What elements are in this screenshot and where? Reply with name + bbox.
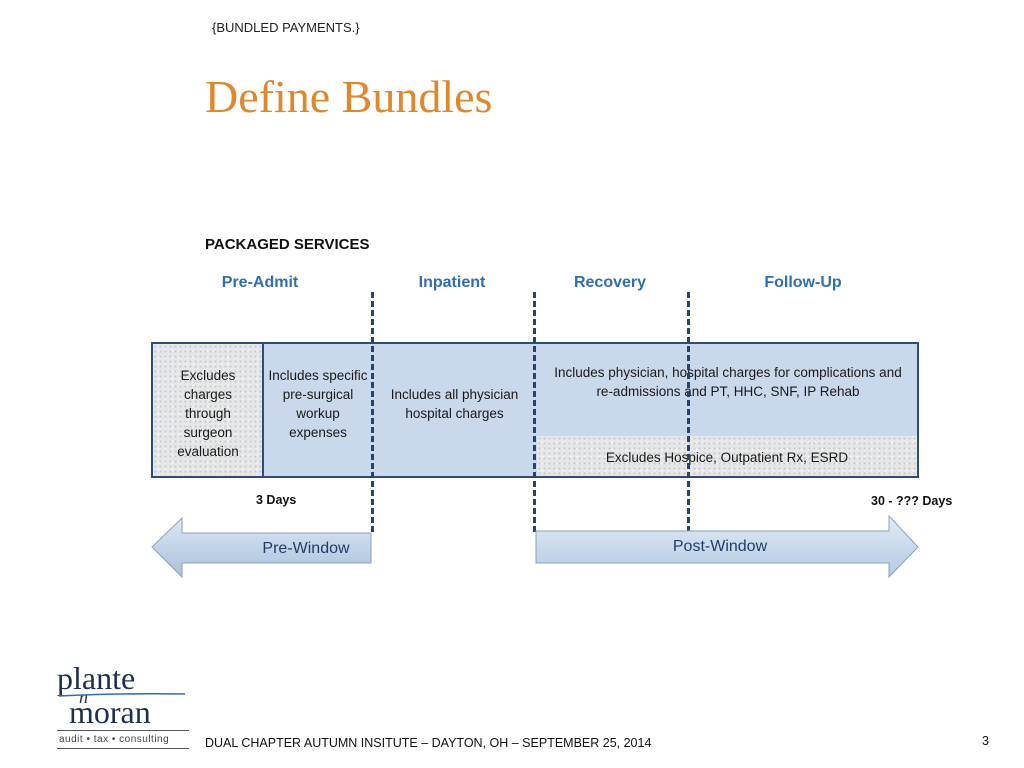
includes-presurgical-text: Includes specific pre-surgical workup ex…	[268, 368, 368, 440]
footer-text: DUAL CHAPTER AUTUMN INSITUTE – DAYTON, O…	[205, 736, 652, 750]
phase-recovery: Recovery	[573, 274, 647, 291]
phase-inpatient: Inpatient	[418, 274, 486, 291]
includes-inpatient-text: Includes all physician hospital charges	[390, 387, 519, 421]
logo-word-top: plante	[57, 660, 136, 696]
post-window-arrow	[535, 514, 919, 579]
page-number: 3	[982, 734, 989, 748]
header-tag: {BUNDLED PAYMENTS.}	[212, 20, 360, 35]
window-arrows	[151, 514, 919, 579]
pre-duration-label: 3 Days	[256, 493, 297, 507]
phase-pre-admit: Pre-Admit	[221, 274, 299, 291]
post-duration-label: 30 - ??? Days	[871, 494, 953, 508]
phase-follow-up: Follow-Up	[764, 274, 842, 291]
logo-word-bottom: moran	[69, 694, 151, 730]
excludes-surgeon-text: Excludes charges through surgeon evaluat…	[177, 368, 239, 459]
excludes-surgeon-cell: Excludes charges through surgeon evaluat…	[153, 344, 264, 476]
plante-moran-logo: plante n moran audit • tax • consulting	[57, 660, 192, 755]
includes-postacute-text: Includes physician, hospital charges for…	[554, 365, 902, 399]
section-heading: PACKAGED SERVICES	[205, 236, 370, 253]
divider-inpatient-recovery	[533, 292, 536, 532]
logo-word-mid: n	[79, 687, 88, 707]
pre-window-label: Pre-Window	[262, 540, 350, 557]
logo-tagline: audit • tax • consulting	[59, 734, 170, 745]
excludes-postacute-cell: Excludes Hospice, Outpatient Rx, ESRD	[537, 436, 917, 476]
divider-recovery-followup	[687, 292, 690, 532]
divider-preadmit-inpatient	[371, 292, 374, 532]
post-window-label: Post-Window	[672, 538, 768, 555]
logo-rule-top	[57, 730, 189, 731]
pre-window-arrow	[151, 516, 372, 579]
excludes-postacute-text: Excludes Hospice, Outpatient Rx, ESRD	[605, 450, 849, 465]
logo-rule-bottom	[57, 748, 189, 749]
logo-swoosh	[58, 692, 186, 697]
slide-title: Define Bundles	[205, 71, 493, 122]
